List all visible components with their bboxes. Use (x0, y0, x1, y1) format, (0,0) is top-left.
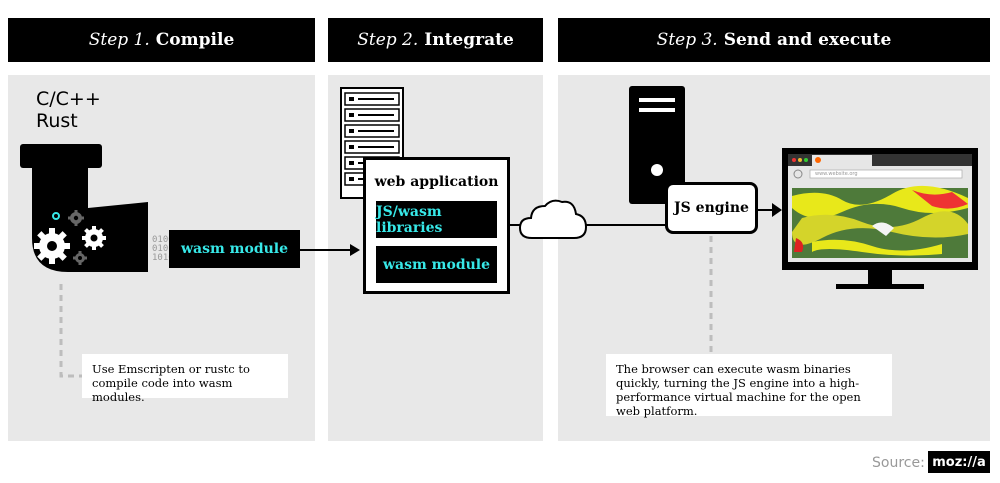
compile-note: Use Emscripten or rustc to compile code … (82, 354, 288, 404)
web-application-title: web application (374, 174, 499, 190)
compile-note-connector (59, 284, 83, 378)
language-list: C/C++ Rust (36, 88, 101, 132)
js-engine-box: JS engine (665, 182, 758, 234)
browser-url: www.website.org (815, 171, 858, 177)
language-rust: Rust (36, 110, 78, 132)
binary-line-2: 0101 (152, 244, 174, 254)
execute-note-connector (709, 236, 713, 352)
execute-note: The browser can execute wasm binaries qu… (606, 354, 892, 418)
step-3-title: Send and execute (723, 30, 892, 50)
step-3-header: Step 3. Send and execute (558, 18, 990, 62)
wasm-module-output: wasm module (169, 230, 300, 268)
cloud-icon (518, 199, 588, 239)
step-2-title: Integrate (424, 30, 514, 50)
arrow-to-browser (758, 203, 782, 217)
language-c-cpp: C/C++ (36, 88, 101, 110)
step-3-prefix: Step 3. (656, 30, 718, 50)
compiler-funnel-icon (20, 144, 148, 272)
step-1-header: Step 1. Compile (8, 18, 315, 62)
step-1-title: Compile (155, 30, 235, 50)
binary-line-3: 1010 (152, 253, 174, 263)
js-wasm-libraries-box: JS/wasm libraries (376, 201, 497, 238)
step-1-prefix: Step 1. (88, 30, 150, 50)
source-label: Source: (872, 455, 925, 471)
arrow-to-integrate (300, 244, 360, 256)
mozilla-logo: moz://a (928, 451, 990, 473)
wasm-module-box: wasm module (376, 246, 497, 283)
server-tower-icon (629, 86, 685, 204)
web-application-box: web application JS/wasm libraries wasm m… (363, 157, 510, 294)
binary-line-1: 0100 (152, 235, 174, 245)
js-engine-label: JS engine (674, 200, 749, 216)
browser-monitor-icon (782, 148, 978, 289)
step-2-prefix: Step 2. (357, 30, 419, 50)
step-2-header: Step 2. Integrate (328, 18, 543, 62)
binary-output: 0100 0101 1010 (152, 236, 174, 263)
